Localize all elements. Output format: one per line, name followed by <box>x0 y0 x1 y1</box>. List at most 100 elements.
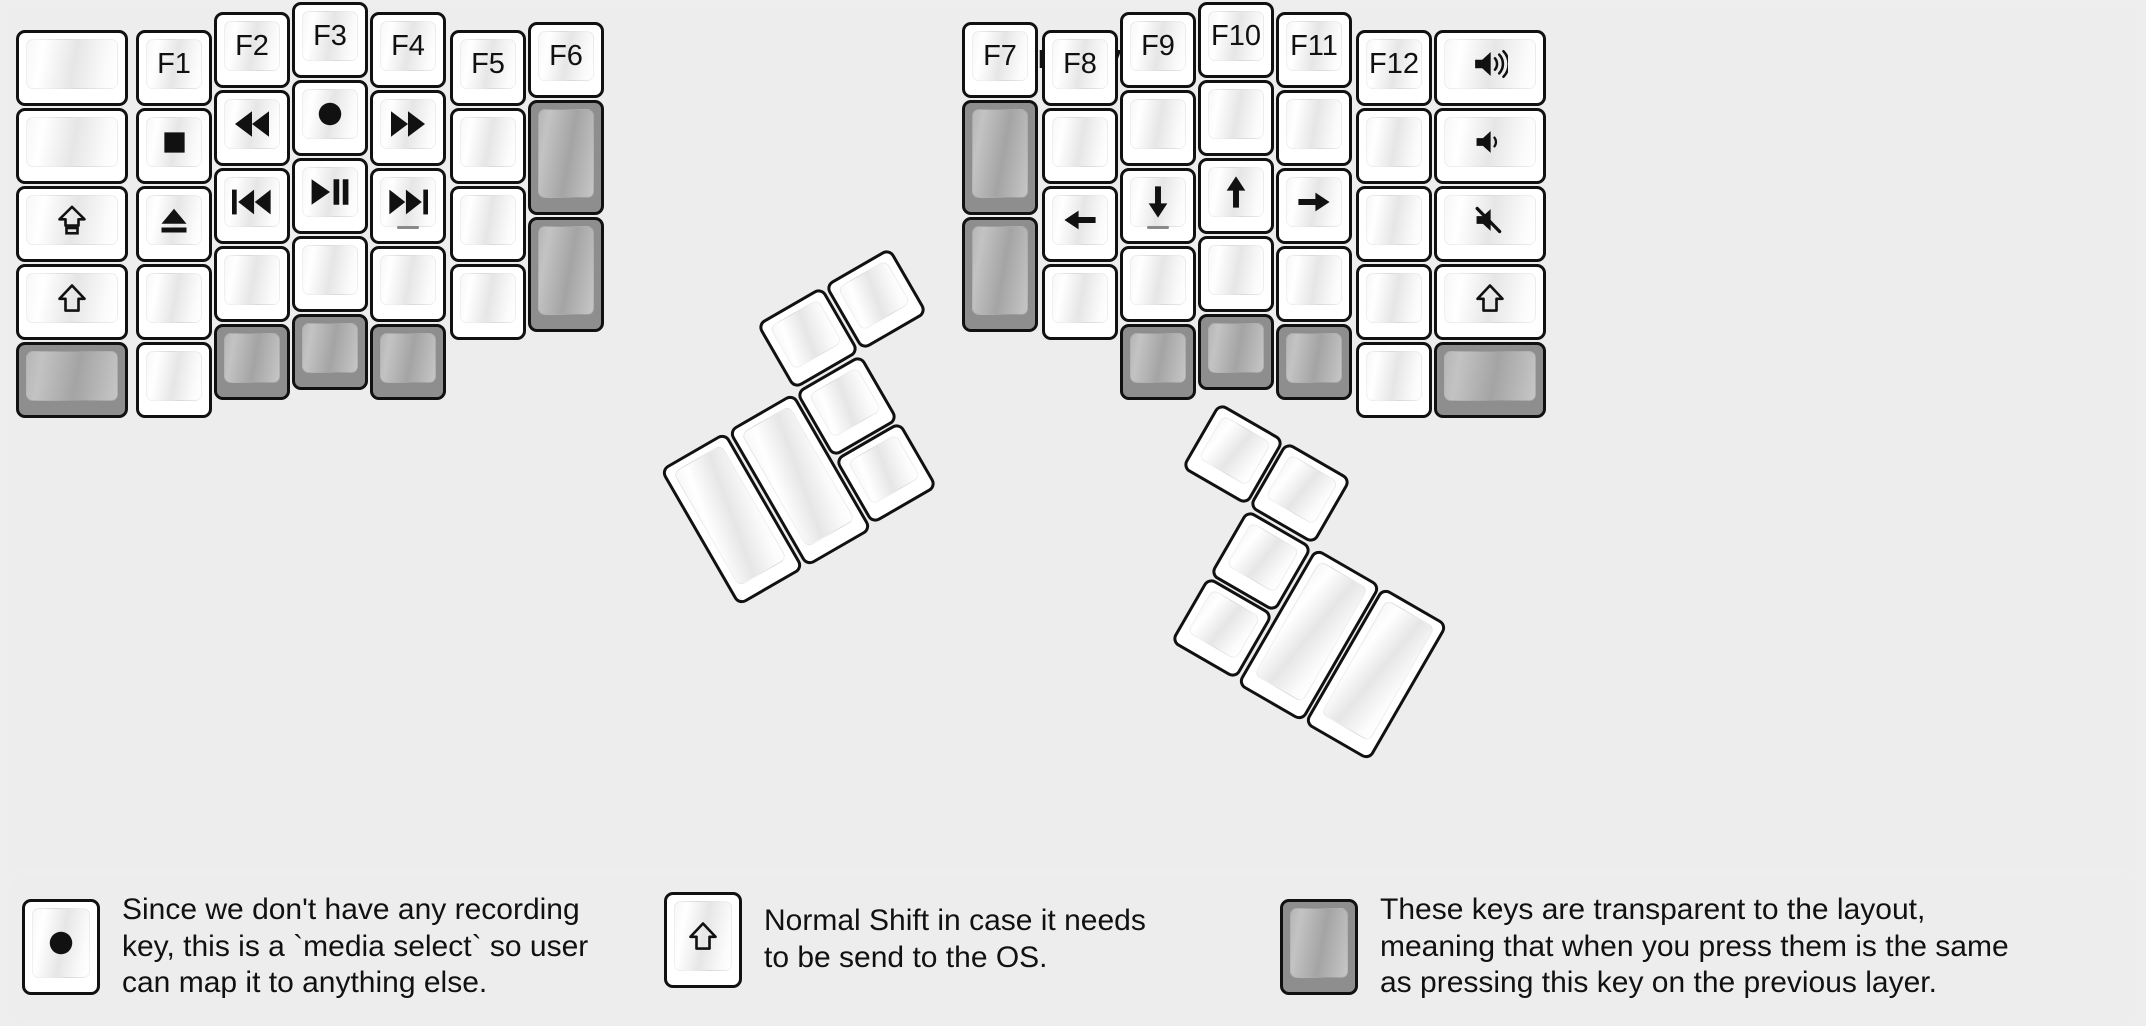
keycap-surface <box>380 99 436 149</box>
left-ring-key-1[interactable]: F2 <box>214 12 290 88</box>
right-pinky-outer-key-4[interactable] <box>1434 264 1546 340</box>
right-index-inner-key-4[interactable] <box>1042 264 1118 340</box>
right-pinky-key-4[interactable] <box>1356 264 1432 340</box>
keycap-surface <box>538 109 594 198</box>
left-middle-key-3[interactable] <box>292 158 368 234</box>
left-index-key-1[interactable]: F4 <box>370 12 446 88</box>
right-index-key-2[interactable] <box>1120 90 1196 166</box>
right-middle-key-2[interactable] <box>1198 80 1274 156</box>
keycap-surface <box>1208 89 1264 139</box>
right-index-inner-key-2[interactable] <box>1042 108 1118 184</box>
left-ring-key-2[interactable] <box>214 90 290 166</box>
shift-icon <box>58 284 86 312</box>
keycap-surface <box>769 298 843 371</box>
right-pinky-key-5[interactable] <box>1356 342 1432 418</box>
left-pinky-outer-key-5[interactable] <box>16 342 128 418</box>
right-pinky-outer-key-2[interactable] <box>1434 108 1546 184</box>
keycap-surface: F4 <box>380 21 436 71</box>
keycap-surface: F11 <box>1286 21 1342 71</box>
right-middle-key-4[interactable] <box>1198 236 1274 312</box>
left-middle-key-4[interactable] <box>292 236 368 312</box>
left-index-key-4[interactable] <box>370 246 446 322</box>
right-ring-key-1[interactable]: F11 <box>1276 12 1352 88</box>
keycap-surface: F6 <box>538 31 594 81</box>
left-middle-key-5[interactable] <box>292 314 368 390</box>
keycap-surface <box>224 333 280 383</box>
right-pinky-key-2[interactable] <box>1356 108 1432 184</box>
caps-lock-icon <box>58 205 86 235</box>
left-pinky-key-4[interactable] <box>136 264 212 340</box>
left-ring-key-5[interactable] <box>214 324 290 400</box>
left-index-key-2[interactable] <box>370 90 446 166</box>
left-index-key-3[interactable] <box>370 168 446 244</box>
left-pinky-outer-key-1[interactable] <box>16 30 128 106</box>
right-middle-key-3[interactable] <box>1198 158 1274 234</box>
keycap-surface <box>1187 588 1261 661</box>
keycap-surface <box>302 245 358 295</box>
right-index-key-4[interactable] <box>1120 246 1196 322</box>
left-inner-key-1[interactable]: F6 <box>528 22 604 98</box>
right-ring-key-2[interactable] <box>1276 90 1352 166</box>
left-index-inner-key-2[interactable] <box>450 108 526 184</box>
left-index-inner-key-3[interactable] <box>450 186 526 262</box>
left-ring-key-3[interactable] <box>214 168 290 244</box>
left-ring-key-4[interactable] <box>214 246 290 322</box>
keycap-surface: F9 <box>1130 21 1186 71</box>
arrow-up-icon <box>1226 176 1246 208</box>
volume-up-icon <box>1475 49 1508 79</box>
right-index-key-5[interactable] <box>1120 324 1196 400</box>
left-pinky-outer-key-4[interactable] <box>16 264 128 340</box>
legend-item-1: Since we don't have any recording key, t… <box>22 892 588 1002</box>
right-inner-key-1[interactable]: F7 <box>962 22 1038 98</box>
keycap-surface <box>1130 333 1186 383</box>
media-record-icon <box>318 102 342 126</box>
keycap-surface <box>1366 273 1422 323</box>
right-index-key-1[interactable]: F9 <box>1120 12 1196 88</box>
left-pinky-outer-key-2[interactable] <box>16 108 128 184</box>
left-pinky-key-5[interactable] <box>136 342 212 418</box>
right-inner-key-2[interactable] <box>962 100 1038 215</box>
left-inner-key-3[interactable] <box>528 217 604 332</box>
legend-keycap-surface <box>1290 907 1348 978</box>
right-pinky-outer-key-1[interactable] <box>1434 30 1546 106</box>
left-middle-key-1[interactable]: F3 <box>292 2 368 78</box>
right-index-inner-key-3[interactable] <box>1042 186 1118 262</box>
keycap-surface <box>1208 245 1264 295</box>
right-pinky-key-1[interactable]: F12 <box>1356 30 1432 106</box>
right-index-inner-key-1[interactable]: F8 <box>1042 30 1118 106</box>
right-pinky-outer-key-3[interactable] <box>1434 186 1546 262</box>
left-middle-key-2[interactable] <box>292 80 368 156</box>
keycap-surface <box>1444 117 1536 167</box>
keycap-surface <box>837 259 911 332</box>
left-index-inner-key-4[interactable] <box>450 264 526 340</box>
keycap-surface <box>302 89 358 139</box>
right-middle-key-5[interactable] <box>1198 314 1274 390</box>
keycap-surface <box>1052 195 1108 245</box>
keycap-surface <box>1198 414 1272 487</box>
right-pinky-key-3[interactable] <box>1356 186 1432 262</box>
keycap-surface <box>1366 351 1422 401</box>
left-inner-key-2[interactable] <box>528 100 604 215</box>
right-inner-key-3[interactable] <box>962 217 1038 332</box>
keycap-surface <box>1286 333 1342 383</box>
right-ring-key-3[interactable] <box>1276 168 1352 244</box>
right-pinky-outer-key-5[interactable] <box>1434 342 1546 418</box>
keycap-surface <box>1286 99 1342 149</box>
keycap-surface <box>380 333 436 383</box>
keycap-surface <box>847 433 921 506</box>
right-index-key-3[interactable] <box>1120 168 1196 244</box>
left-index-inner-key-1[interactable]: F5 <box>450 30 526 106</box>
left-pinky-key-3[interactable] <box>136 186 212 262</box>
left-pinky-key-2[interactable] <box>136 108 212 184</box>
keycap-surface: F8 <box>1052 39 1108 89</box>
key-label: F11 <box>1290 29 1338 62</box>
keycap-surface <box>380 177 436 227</box>
media-play-pause-icon <box>311 179 349 205</box>
left-pinky-outer-key-3[interactable] <box>16 186 128 262</box>
keycap-surface <box>146 195 202 245</box>
right-ring-key-5[interactable] <box>1276 324 1352 400</box>
left-index-key-5[interactable] <box>370 324 446 400</box>
left-pinky-key-1[interactable]: F1 <box>136 30 212 106</box>
right-middle-key-1[interactable]: F10 <box>1198 2 1274 78</box>
right-ring-key-4[interactable] <box>1276 246 1352 322</box>
